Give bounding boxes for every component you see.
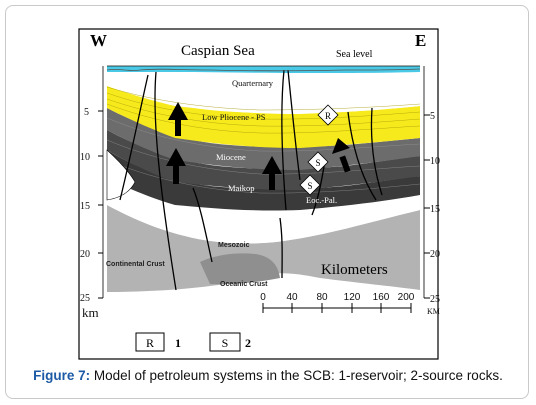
source-symbol-text-2: S [307, 181, 312, 191]
label-miocene: Miocene [216, 152, 246, 162]
sea-level-text: Sea level [336, 49, 373, 60]
pliocene-stratification [106, 86, 421, 134]
depth-tick-left-25: 25 [80, 293, 90, 304]
scale-title: Kilometers [321, 262, 388, 278]
symbol-source-diamond-1: S [307, 151, 329, 173]
topography-line [106, 68, 421, 72]
scale-bar [262, 303, 412, 313]
legend-source-symbol: S [222, 336, 229, 350]
maikop-layer [107, 130, 420, 190]
migration-arrows [166, 102, 351, 190]
scale-tick-160: 160 [373, 292, 390, 303]
label-low-pliocene: Low Pliocene - PS [202, 112, 266, 122]
mesozoic-layer [107, 178, 420, 244]
legend-source-number: 2 [245, 336, 251, 350]
depth-tick-right-15: 15 [430, 204, 440, 215]
depth-tick-left-15: 15 [80, 201, 90, 212]
miocene-stratification [106, 117, 421, 194]
continental-crust-layer [107, 205, 420, 292]
legend-reservoir-number: 1 [175, 336, 181, 350]
depth-tick-left-20: 20 [80, 249, 90, 260]
source-symbol-text-1: S [315, 158, 320, 168]
legend-reservoir: R 1 [135, 332, 181, 352]
west-label: W [90, 31, 107, 50]
figure-caption: Figure 7: Model of petroleum systems in … [0, 368, 536, 383]
depth-tick-left-10: 10 [80, 152, 90, 163]
cross-section-diagram: R S S Quarternary Low Pliocene - PS Mioc… [78, 28, 440, 360]
depth-unit-left: km [82, 305, 99, 320]
depth-tick-right-20: 20 [430, 249, 440, 260]
sea-layer [107, 66, 420, 73]
label-mesozoic: Mesozoic [218, 242, 250, 249]
legend-source: S 2 [209, 332, 251, 352]
caption-label: Figure 7: [33, 368, 91, 383]
label-continental: Continental Crust [106, 261, 165, 268]
east-label: E [415, 31, 426, 50]
depth-tick-left-5: 5 [84, 107, 89, 118]
symbol-reservoir-diamond: R [317, 104, 339, 126]
arrow-up-1 [168, 102, 188, 136]
scale-tick-80: 80 [316, 292, 328, 303]
label-oceanic: Oceanic Crust [220, 281, 268, 288]
low-pliocene-layer [107, 86, 420, 148]
miocene-layer [107, 108, 420, 170]
scale-tick-120: 120 [344, 292, 361, 303]
arrow-up-4 [332, 138, 351, 173]
eoc-pal-layer [107, 150, 420, 211]
depth-tick-right-10: 10 [430, 156, 440, 167]
arrow-up-2 [166, 148, 186, 184]
scale-tick-40: 40 [286, 292, 298, 303]
arrow-up-3 [262, 156, 282, 190]
symbol-source-diamond-2: S [299, 174, 321, 196]
quarternary-layer [107, 72, 420, 114]
scale-tick-200: 200 [398, 292, 415, 303]
depth-tick-right-25: 25 [430, 294, 440, 305]
scale-tick-0: 0 [260, 292, 266, 303]
legend-reservoir-symbol: R [146, 336, 154, 350]
label-quarternary: Quarternary [232, 78, 274, 88]
depth-unit-right: KM [427, 307, 440, 316]
oceanic-crust-region [200, 253, 280, 285]
depth-tick-right-5: 5 [430, 111, 435, 122]
caption-text: Model of petroleum systems in the SCB: 1… [90, 368, 503, 383]
label-eoc-pal: Eoc.-Pal. [306, 195, 337, 205]
label-maikop: Maikop [228, 183, 254, 193]
sea-name: Caspian Sea [181, 43, 255, 59]
reservoir-symbol-text: R [325, 111, 331, 121]
left-wedge [106, 149, 136, 201]
